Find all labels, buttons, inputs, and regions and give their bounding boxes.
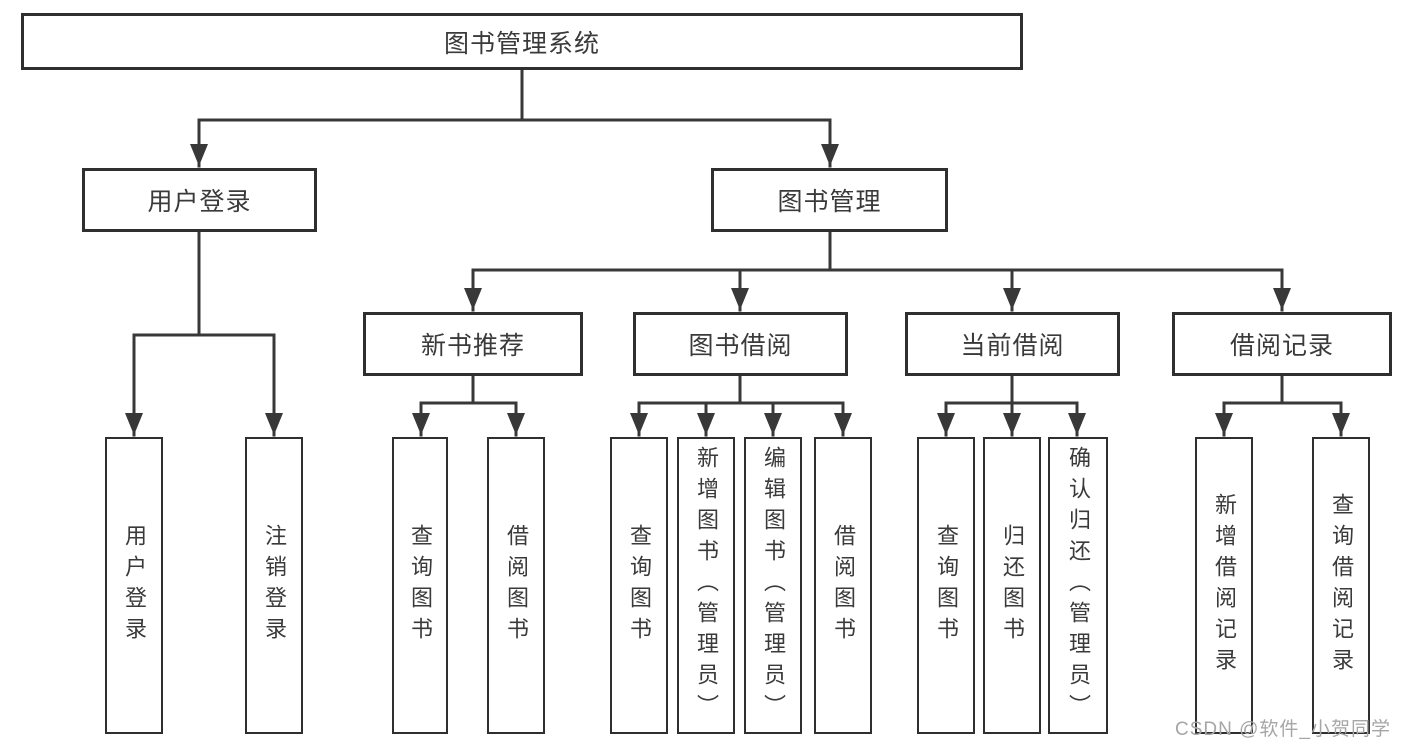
node-new-book-recommend: 新书推荐 bbox=[363, 312, 583, 376]
node-user-login-branch: 用户登录 bbox=[82, 168, 317, 232]
connector-new-book-rec-children bbox=[412, 374, 525, 437]
connector-user-login-children bbox=[125, 230, 283, 437]
leaf-query-books-current: 查询图书 bbox=[917, 437, 975, 734]
connector-current-borrow-children bbox=[937, 374, 1086, 437]
leaf-borrow-books-recommend: 借阅图书 bbox=[487, 437, 545, 734]
connector-book-mgmt-to-level3 bbox=[464, 230, 1291, 312]
leaf-borrow-books-borrowing: 借阅图书 bbox=[814, 437, 872, 734]
connector-root-to-level2 bbox=[190, 68, 839, 168]
leaf-query-books-recommend: 查询图书 bbox=[392, 437, 448, 734]
node-borrowing-records: 借阅记录 bbox=[1172, 312, 1392, 376]
leaf-query-books-borrowing: 查询图书 bbox=[610, 437, 668, 734]
leaf-edit-book-admin: 编辑图书（管理员） bbox=[744, 437, 802, 734]
leaf-add-borrow-record: 新增借阅记录 bbox=[1195, 437, 1253, 734]
leaf-return-books: 归还图书 bbox=[983, 437, 1041, 734]
node-library-management-system: 图书管理系统 bbox=[21, 13, 1023, 70]
csdn-watermark: CSDN @软件_小贺同学 bbox=[1175, 719, 1391, 740]
leaf-confirm-return-admin: 确认归还（管理员） bbox=[1048, 437, 1108, 734]
node-current-borrowing: 当前借阅 bbox=[905, 312, 1120, 376]
node-book-management-branch: 图书管理 bbox=[711, 168, 948, 232]
node-book-borrowing: 图书借阅 bbox=[633, 312, 848, 376]
leaf-logout: 注销登录 bbox=[245, 437, 303, 734]
connector-book-borrow-children bbox=[630, 374, 852, 437]
connector-borrow-record-children bbox=[1215, 374, 1350, 437]
leaf-user-login: 用户登录 bbox=[105, 437, 163, 734]
leaf-add-book-admin: 新增图书（管理员） bbox=[677, 437, 735, 734]
leaf-query-borrow-record: 查询借阅记录 bbox=[1312, 437, 1370, 734]
